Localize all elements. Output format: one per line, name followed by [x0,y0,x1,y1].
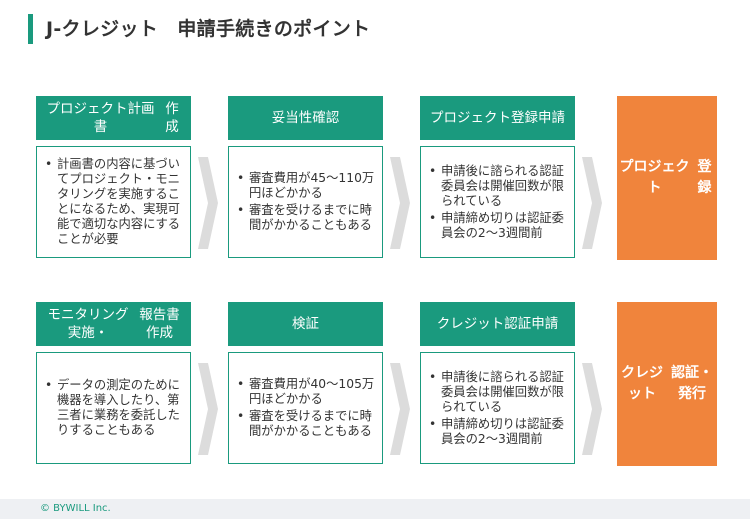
step-title-line: プロジェクト登録 [430,110,538,126]
chevron-right-icon [198,363,218,455]
result-label-line: プロジェクト [619,159,690,196]
step-title-line: プロジェクト計画書 [46,101,155,135]
step-title-line: 報告書作成 [139,307,180,341]
step-validation-body: 審査費用が45～110万円ほどかかる審査を受けるまでに時間がかかることもある [228,146,383,258]
result-label-line: 認証・発行 [671,365,713,402]
copyright-text: © BYWILL Inc. [40,503,111,514]
bullet-item: データの測定のために機器を導入したり、第三者に業務を委託したりすることもある [41,378,184,438]
step-title-line: 検証 [292,316,319,332]
step-validation-title: 妥当性確認 [228,96,383,140]
bullet-item: 審査費用が45～110万円ほどかかる [233,171,376,201]
step-title-line: クレジット認証申請 [436,316,559,332]
bullet-list: 申請後に諮られる認証委員会は開催回数が限られている申請締め切りは認証委員会の2～… [425,162,568,243]
step-title-line: 申請 [538,110,565,126]
step-title-line: 妥当性確認 [271,110,340,126]
step-registration-title: プロジェクト登録申請 [420,96,575,140]
chevron-right-icon [390,157,410,249]
bullet-list: データの測定のために機器を導入したり、第三者に業務を委託したりすることもある [41,376,184,440]
footer-bar: © BYWILL Inc. [0,499,750,519]
result-label-line: クレジット [621,365,663,402]
chevron-right-icon [582,363,602,455]
result-credit-issuance: クレジット認証・発行 [617,302,717,466]
result-label-line: 登録 [697,159,712,196]
result-project-registration: プロジェクト登録 [617,96,717,260]
bullet-list: 申請後に諮られる認証委員会は開催回数が限られている申請締め切りは認証委員会の2～… [425,368,568,449]
step-title-line: モニタリング実施・ [47,307,129,341]
step-plan-title: プロジェクト計画書作成 [36,96,191,140]
bullet-list: 審査費用が45～110万円ほどかかる審査を受けるまでに時間がかかることもある [233,169,376,235]
step-verification-title: 検証 [228,302,383,346]
bullet-item: 審査を受けるまでに時間がかかることもある [233,409,376,439]
bullet-list: 計画書の内容に基づいてプロジェクト・モニタリングを実施することになるため、実現可… [41,155,184,249]
bullet-item: 申請締め切りは認証委員会の2～3週間前 [425,211,568,241]
chevron-right-icon [582,157,602,249]
bullet-list: 審査費用が40～105万円ほどかかる審査を受けるまでに時間がかかることもある [233,375,376,441]
bullet-item: 申請後に諮られる認証委員会は開催回数が限られている [425,164,568,209]
step-title-line: 作成 [165,101,179,135]
bullet-item: 計画書の内容に基づいてプロジェクト・モニタリングを実施することになるため、実現可… [41,157,184,247]
bullet-item: 審査費用が40～105万円ほどかかる [233,377,376,407]
bullet-item: 申請後に諮られる認証委員会は開催回数が限られている [425,370,568,415]
step-plan-body: 計画書の内容に基づいてプロジェクト・モニタリングを実施することになるため、実現可… [36,146,191,258]
page-title: J-クレジット 申請手続きのポイント [46,18,371,40]
step-verification-body: 審査費用が40～105万円ほどかかる審査を受けるまでに時間がかかることもある [228,352,383,464]
title-accent-bar [28,14,33,44]
step-credit-application-body: 申請後に諮られる認証委員会は開催回数が限られている申請締め切りは認証委員会の2～… [420,352,575,464]
step-monitoring-title: モニタリング実施・報告書作成 [36,302,191,346]
bullet-item: 審査を受けるまでに時間がかかることもある [233,203,376,233]
chevron-right-icon [198,157,218,249]
step-monitoring-body: データの測定のために機器を導入したり、第三者に業務を委託したりすることもある [36,352,191,464]
step-registration-body: 申請後に諮られる認証委員会は開催回数が限られている申請締め切りは認証委員会の2～… [420,146,575,258]
bullet-item: 申請締め切りは認証委員会の2～3週間前 [425,417,568,447]
step-credit-application-title: クレジット認証申請 [420,302,575,346]
chevron-right-icon [390,363,410,455]
